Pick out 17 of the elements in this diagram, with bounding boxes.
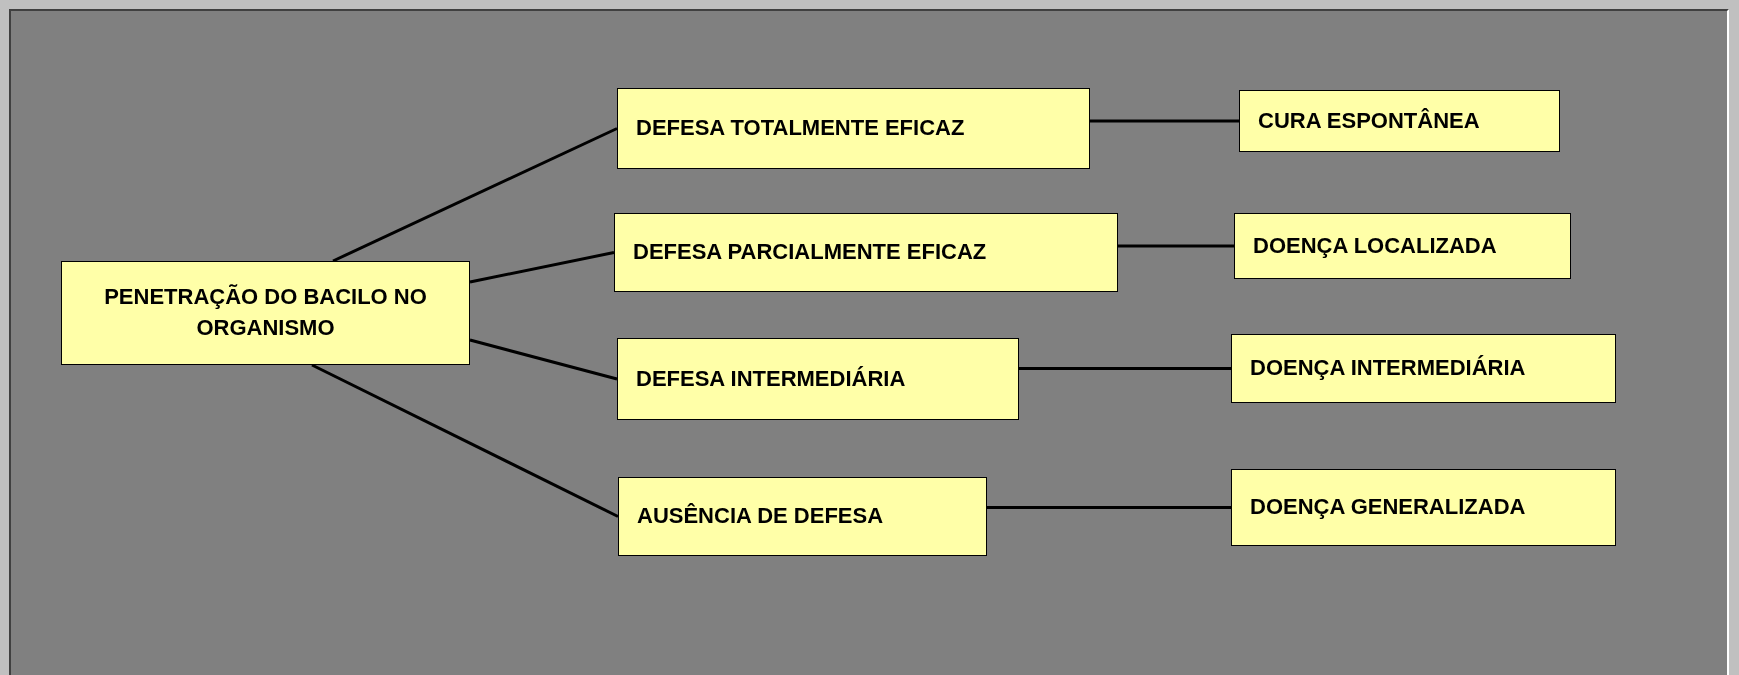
outcome-box: DOENÇA LOCALIZADA — [1234, 213, 1571, 279]
outcome-box: DEFESA TOTALMENTE EFICAZ — [617, 88, 1090, 169]
connector-line — [1019, 367, 1231, 370]
outcome-box: AUSÊNCIA DE DEFESA — [618, 477, 987, 556]
connector-line — [469, 338, 618, 381]
outcome-box: DOENÇA INTERMEDIÁRIA — [1231, 334, 1616, 403]
connector-line — [1118, 244, 1234, 248]
connector-line — [987, 506, 1231, 509]
outcome-box: DEFESA INTERMEDIÁRIA — [617, 338, 1019, 420]
connector-line — [332, 127, 618, 263]
connector-line — [311, 363, 619, 518]
outcome-box: CURA ESPONTÂNEA — [1239, 90, 1560, 152]
connector-line — [469, 251, 615, 284]
outcome-box: PENETRAÇÃO DO BACILO NO ORGANISMO — [61, 261, 470, 365]
connector-line — [1090, 119, 1239, 123]
outcome-box: DOENÇA GENERALIZADA — [1231, 469, 1616, 546]
outcome-box: DEFESA PARCIALMENTE EFICAZ — [614, 213, 1118, 292]
